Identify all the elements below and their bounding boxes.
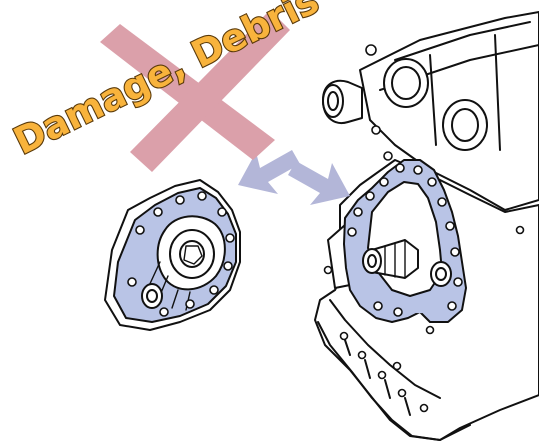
cam-pulley-stub	[323, 81, 362, 123]
engine-block	[315, 12, 539, 440]
oil-pump-cover	[105, 180, 240, 330]
arrow-right	[288, 161, 350, 205]
